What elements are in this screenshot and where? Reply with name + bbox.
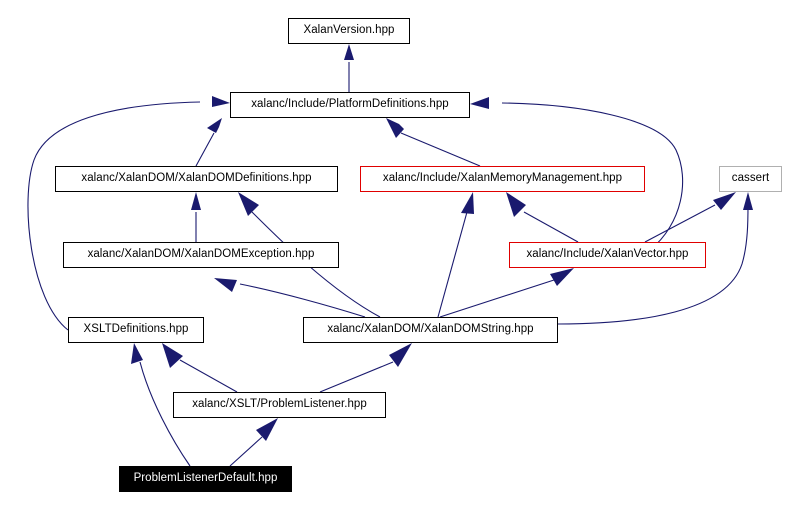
node-label: xalanc/XSLT/ProblemListener.hpp <box>192 398 367 411</box>
edge-xalanvector-to-xalanmemorymanagement <box>506 192 579 243</box>
node-cassert[interactable]: cassert <box>719 166 782 192</box>
node-label: ProblemListenerDefault.hpp <box>133 472 278 485</box>
node-xsltdefinitions[interactable]: XSLTDefinitions.hpp <box>68 317 204 343</box>
node-label: XSLTDefinitions.hpp <box>83 323 189 336</box>
edge-xalandomdefinitions-to-platformdefinitions <box>195 118 222 167</box>
edge-xalandomexception-to-xalandomdefinitions <box>191 192 201 242</box>
edge-problemlistener-to-xalandomstring <box>319 343 412 393</box>
edge-xalanvector-to-platformdefinitions <box>470 97 684 251</box>
edge-xalanmemorymanagement-to-platformdefinitions <box>386 118 481 167</box>
edge-xsltdefinitions-to-platformdefinitions <box>27 96 230 331</box>
edge-xalandomstring-to-xalanmemorymanagement <box>437 192 474 318</box>
edge-problemlistener-to-xsltdefinitions <box>162 343 238 393</box>
node-xalandomdefinitions[interactable]: xalanc/XalanDOM/XalanDOMDefinitions.hpp <box>55 166 338 192</box>
node-label: cassert <box>731 172 770 185</box>
node-xalandomstring[interactable]: xalanc/XalanDOM/XalanDOMString.hpp <box>303 317 558 343</box>
node-label: xalanc/Include/XalanVector.hpp <box>526 248 689 261</box>
node-label: xalanc/XalanDOM/XalanDOMString.hpp <box>327 323 534 336</box>
edge-problemlistenerdefault-to-problemlistener <box>229 418 278 467</box>
node-problemlistener[interactable]: xalanc/XSLT/ProblemListener.hpp <box>173 392 386 418</box>
node-xalandomexception[interactable]: xalanc/XalanDOM/XalanDOMException.hpp <box>63 242 339 268</box>
node-label: xalanc/Include/XalanMemoryManagement.hpp <box>382 172 623 185</box>
edge-platformdefinitions-to-xalanversion <box>344 44 354 92</box>
node-label: xalanc/Include/PlatformDefinitions.hpp <box>251 98 449 111</box>
node-xalanmemorymanagement[interactable]: xalanc/Include/XalanMemoryManagement.hpp <box>360 166 645 192</box>
edge-xalandomstring-to-xalandomexception <box>214 278 366 318</box>
node-xalanvector[interactable]: xalanc/Include/XalanVector.hpp <box>509 242 706 268</box>
node-xalanversion[interactable]: XalanVersion.hpp <box>288 18 410 44</box>
node-label: xalanc/XalanDOM/XalanDOMDefinitions.hpp <box>81 172 312 185</box>
node-platformdefinitions[interactable]: xalanc/Include/PlatformDefinitions.hpp <box>230 92 470 118</box>
edge-problemlistenerdefault-to-xsltdefinitions <box>131 343 191 467</box>
node-problemlistenerdefault[interactable]: ProblemListenerDefault.hpp <box>119 466 292 492</box>
edge-xalanvector-to-cassert <box>644 192 736 243</box>
node-label: xalanc/XalanDOM/XalanDOMException.hpp <box>87 248 315 261</box>
node-label: XalanVersion.hpp <box>303 24 395 37</box>
edge-xalandomstring-to-cassert <box>557 192 753 325</box>
edge-xalandomstring-to-xalanvector <box>439 268 574 318</box>
